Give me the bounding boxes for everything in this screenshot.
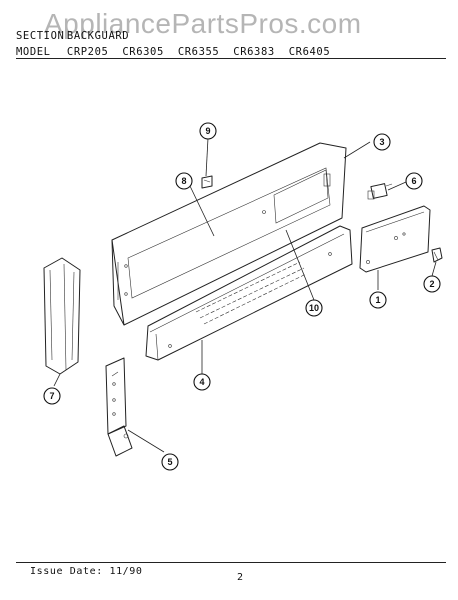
end-cap-bracket bbox=[359, 205, 431, 273]
mounting-bracket-part bbox=[105, 357, 133, 457]
top-clip-part bbox=[201, 175, 213, 189]
callout-10: 10 bbox=[305, 299, 323, 317]
footer-rule bbox=[16, 562, 446, 563]
callout-1: 1 bbox=[369, 291, 387, 309]
model-number: CR6405 bbox=[288, 46, 331, 58]
callout-6: 6 bbox=[405, 172, 423, 190]
svg-text:9: 9 bbox=[205, 126, 210, 136]
callout-7: 7 bbox=[43, 387, 61, 405]
model-label: MODEL bbox=[16, 46, 51, 58]
svg-text:6: 6 bbox=[411, 176, 416, 186]
header-rule bbox=[16, 58, 446, 59]
callout-5: 5 bbox=[161, 453, 179, 471]
callout-2: 2 bbox=[423, 275, 441, 293]
model-number: CR6355 bbox=[177, 46, 220, 58]
section-value: BACKGUARD bbox=[66, 30, 130, 42]
callout-9: 9 bbox=[199, 122, 217, 140]
clip-part bbox=[431, 247, 443, 263]
svg-text:1: 1 bbox=[375, 295, 380, 305]
watermark-text: AppliancePartsPros.com bbox=[44, 8, 362, 39]
section-line: SECTION BACKGUARD bbox=[16, 30, 129, 42]
svg-text:2: 2 bbox=[429, 279, 434, 289]
callout-3: 3 bbox=[373, 133, 391, 151]
callout-8: 8 bbox=[175, 172, 193, 190]
switch-part bbox=[367, 183, 393, 200]
svg-text:4: 4 bbox=[199, 377, 204, 387]
svg-text:7: 7 bbox=[49, 391, 54, 401]
section-label: SECTION bbox=[16, 30, 65, 42]
backguard-panel bbox=[111, 142, 347, 326]
svg-text:8: 8 bbox=[181, 176, 186, 186]
svg-text:3: 3 bbox=[379, 137, 384, 147]
callout-4: 4 bbox=[193, 373, 211, 391]
svg-text:10: 10 bbox=[309, 303, 319, 313]
model-number: CR6305 bbox=[122, 46, 164, 58]
leader-lines bbox=[53, 137, 437, 453]
page-number: 2 bbox=[237, 572, 244, 583]
vent-trim-strip bbox=[145, 225, 353, 361]
issue-date: Issue Date: 11/90 bbox=[30, 566, 143, 577]
svg-text:5: 5 bbox=[167, 457, 172, 467]
side-trim-part bbox=[43, 257, 81, 375]
model-number: CR6383 bbox=[233, 46, 275, 58]
model-number: CRP205 bbox=[66, 46, 109, 58]
model-line: MODEL CRP205 CR6305 CR6355 CR6383 CR6405 bbox=[16, 46, 337, 58]
